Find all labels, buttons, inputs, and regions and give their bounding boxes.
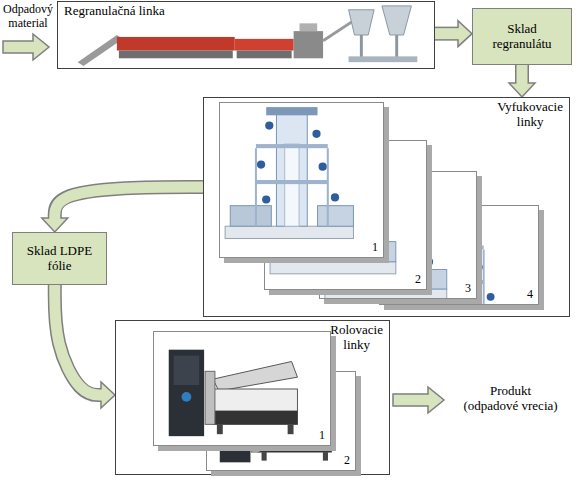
arrow-head [42,218,68,232]
process-panel: Regranulačná linka [57,1,435,69]
box-title: Rolovacie linky [330,323,383,353]
input-arrow [3,34,49,60]
process-panel: Rolovacie linky 1 2 [115,320,390,475]
arrow-head [458,21,472,47]
callout-number: 3 [465,282,471,296]
flow-arrow [509,65,535,97]
arrow-body [435,28,460,39]
machine-frame: 1 [219,102,384,258]
arrow-body [55,187,203,220]
arrow-body [55,285,103,395]
process-panel: Vyfukovacie linky 1 2 3 4 [203,97,570,317]
storage-box: Sklad regranulátu [472,8,572,65]
callout-number: 2 [415,273,421,287]
rolling-line-illustration [154,332,330,445]
arrow-head [101,382,115,408]
callout-number: 1 [372,241,378,255]
machine-frame: 1 [153,331,331,446]
callout-number: 4 [527,288,533,302]
box-title: Regranulačná linka [64,4,165,19]
output-label: Produkt (odpadové vrecia) [462,384,559,414]
input-label: Odpadový material [3,3,53,31]
blowing-line-illustration [220,103,383,257]
box-title: Sklad LDPE fólie [16,244,103,274]
storage-box: Sklad LDPE fólie [12,232,107,285]
callout-number: 2 [344,454,350,468]
box-title: Vyfukovacie linky [497,100,563,130]
flow-arrow [435,21,472,47]
arrow-head [509,83,535,97]
flow-arrow [55,285,115,408]
flow-arrow [42,187,203,232]
arrow-body [517,65,528,85]
box-title: Sklad regranulátu [476,22,568,52]
output-arrow [393,387,444,413]
callout-number: 1 [319,429,325,443]
